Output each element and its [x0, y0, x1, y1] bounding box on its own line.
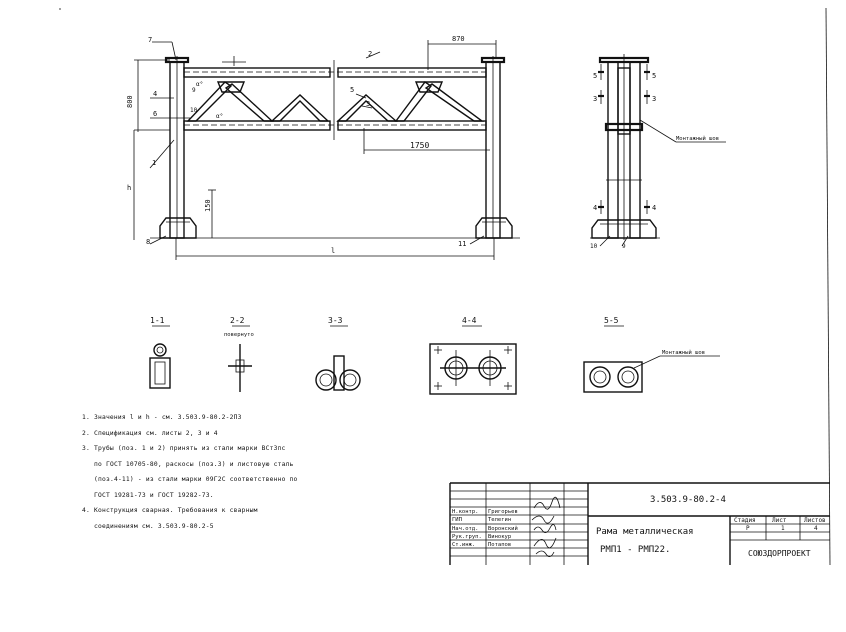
stage-value: Р: [746, 525, 750, 532]
stage-header: Стадия: [734, 517, 756, 524]
note-3-line-4: ГОСТ 19281-73 и ГОСТ 19282-73.: [94, 491, 214, 499]
side-view-labels: 5 5 3 3 4 4 Монтажный шов 10 9: [590, 72, 719, 250]
side-sec3-right: 3: [652, 95, 656, 103]
name-5: Потапов: [488, 542, 511, 548]
side-view: [590, 54, 726, 247]
dim-l: l: [331, 247, 335, 255]
sheet-value: 1: [781, 525, 785, 532]
signature-2: [531, 515, 555, 524]
note-3: 3. Трубы (поз. 1 и 2) принять из стали м…: [82, 445, 286, 452]
callout-10: 10: [190, 107, 198, 114]
signature-5: [535, 550, 555, 557]
role-5: Ст.инж.: [452, 542, 475, 548]
note-3-line-3: (поз.4-11) - из стали марки 09Г2С соотве…: [94, 476, 298, 483]
side-callout-9: 9: [622, 243, 626, 250]
sheet-frame: [59, 7, 831, 566]
callout-6: 6: [153, 110, 157, 118]
note-1: 1. Значения l и h - см. 3.503.9-80.2-2ПЗ: [82, 414, 242, 421]
title-block: [449, 482, 830, 565]
section-5-5-weld: Монтажный шов: [662, 350, 705, 356]
role-2: ГИП: [452, 517, 462, 523]
section-labels: 1-1 2-2 повернуто 3-3 4-4 5-5 Монтажный …: [150, 316, 705, 356]
section-1-1-title: 1-1: [150, 316, 165, 325]
role-3: Нач.отд.: [452, 526, 479, 532]
name-2: Телегин: [488, 517, 511, 523]
section-5-5-title: 5-5: [604, 316, 619, 325]
signature-1: [533, 496, 561, 510]
callout-1: 1: [152, 159, 156, 167]
signature-3: [533, 524, 557, 533]
sheets-value: 4: [814, 525, 818, 532]
sheet-header: Лист: [772, 517, 787, 524]
section-views: [149, 325, 720, 395]
side-sec5-left: 5: [593, 72, 597, 80]
sheets-header: Листов: [804, 517, 826, 524]
callout-11: 11: [458, 240, 466, 248]
angle-a: α°: [196, 81, 203, 88]
angle-b: α°: [216, 113, 223, 120]
callout-3: 3: [366, 100, 370, 108]
dim-mid: 1750: [410, 141, 429, 150]
name-4: Винокур: [488, 534, 511, 540]
callout-4: 4: [153, 90, 157, 98]
general-notes: 1. Значения l и h - см. 3.503.9-80.2-2ПЗ…: [82, 410, 422, 534]
section-2-2-title: 2-2: [230, 316, 245, 325]
name-1: Григорьев: [488, 509, 518, 515]
title-block-text: 3.503.9-80.2-4 Рама металлическая РМП1 -…: [452, 495, 826, 558]
callout-9: 9: [192, 87, 196, 94]
title-line-2: РМП1 - РМП22.: [600, 545, 670, 555]
signature-4: [533, 537, 557, 549]
note-2: 2. Спецификация см. листы 2, 3 и 4: [82, 429, 218, 437]
elevation-labels: 870 800 1750 150 h l 1 2 3 4 5 6 7 8 9 1…: [126, 35, 466, 255]
dim-base: 150: [204, 199, 212, 212]
section-2-2-subtitle: повернуто: [224, 332, 254, 338]
role-4: Рук.груп.: [452, 534, 482, 540]
callout-2: 2: [368, 50, 372, 58]
note-4: 4. Конструкция сварная. Требования к сва…: [82, 507, 258, 514]
section-4-4-title: 4-4: [462, 316, 477, 325]
section-3-3-title: 3-3: [328, 316, 343, 325]
organization: СОЮЗДОРПРОЕКТ: [748, 549, 811, 558]
side-sec5-right: 5: [652, 72, 656, 80]
name-3: Воронский: [488, 526, 518, 532]
side-sec4-left: 4: [593, 204, 597, 212]
callout-8: 8: [146, 238, 150, 246]
dim-top: 870: [452, 35, 465, 43]
note-3-line-2: по ГОСТ 10705-80, раскосы (поз.3) и лист…: [94, 460, 294, 468]
doc-code: 3.503.9-80.2-4: [650, 495, 726, 505]
side-callout-10: 10: [590, 243, 598, 250]
role-1: Н.контр.: [452, 509, 479, 515]
side-sec3-left: 3: [593, 95, 597, 103]
side-weld-label: Монтажный шов: [676, 136, 719, 142]
front-elevation: [133, 40, 520, 260]
title-line-1: Рама металлическая: [596, 527, 694, 537]
dim-height: 800: [126, 95, 134, 108]
note-4-line-2: соединениям см. 3.503.9-80.2-5: [94, 522, 214, 530]
callout-7: 7: [148, 36, 152, 44]
callout-5: 5: [350, 86, 354, 94]
dim-h: h: [127, 184, 131, 192]
side-sec4-right: 4: [652, 204, 656, 212]
